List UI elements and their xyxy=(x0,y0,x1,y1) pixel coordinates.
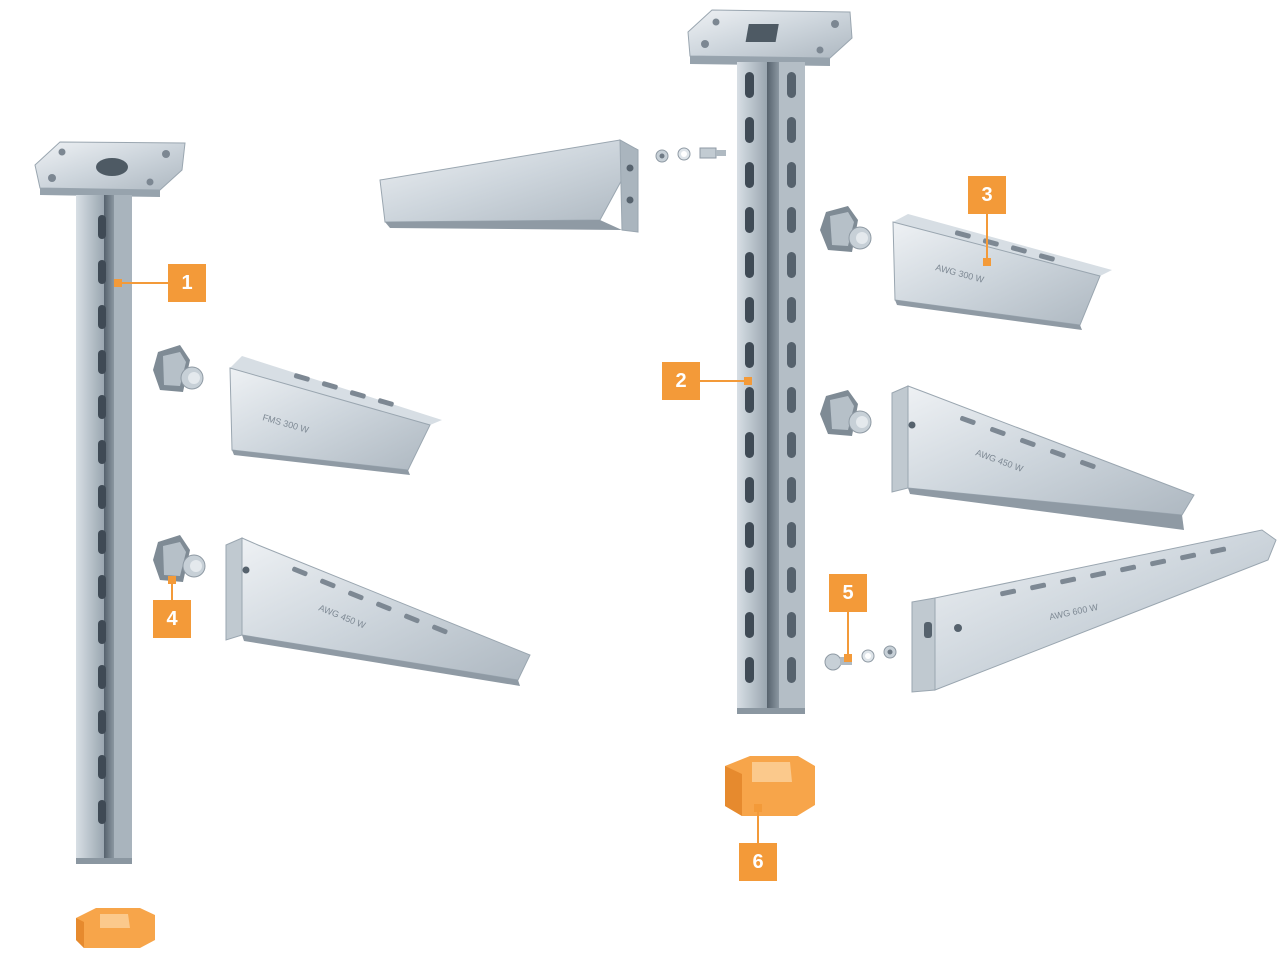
channel-slot xyxy=(98,395,106,419)
left-channel-nut-lower xyxy=(153,535,205,582)
channel-slot xyxy=(745,342,754,368)
right-channel-nut-upper xyxy=(820,206,871,252)
channel-slot xyxy=(98,440,106,464)
right-bracket-medium: AWG 450 W xyxy=(892,386,1194,530)
channel-slot xyxy=(98,755,106,779)
channel-slot xyxy=(98,305,106,329)
channel-slot xyxy=(787,252,796,278)
right-bolt-set-upper xyxy=(656,148,726,162)
channel-slot xyxy=(787,657,796,683)
channel-slot xyxy=(98,485,106,509)
channel-slot xyxy=(98,665,106,689)
leader-dot-3 xyxy=(983,258,991,266)
channel-slot xyxy=(745,567,754,593)
channel-slot xyxy=(787,297,796,323)
channel-slot xyxy=(98,260,106,284)
callout-6-label: 6 xyxy=(752,852,763,872)
channel-slot xyxy=(98,575,106,599)
channel-slot xyxy=(787,567,796,593)
left-end-cap xyxy=(76,908,155,948)
leader-dot-5 xyxy=(844,654,852,662)
right-bracket-long: AWG 600 W xyxy=(912,530,1276,692)
left-channel-profile xyxy=(76,195,132,864)
channel-slot xyxy=(745,432,754,458)
callout-4: 4 xyxy=(153,600,191,638)
channel-slot xyxy=(98,710,106,734)
right-bracket-short: AWG 300 W xyxy=(893,214,1112,330)
leader-dot-2 xyxy=(744,377,752,385)
channel-slot xyxy=(745,612,754,638)
leader-dot-6 xyxy=(754,804,762,812)
callout-4-label: 4 xyxy=(166,609,177,629)
channel-slot xyxy=(787,477,796,503)
channel-slot xyxy=(787,117,796,143)
callout-5: 5 xyxy=(829,574,867,612)
leader-dot-4 xyxy=(168,576,176,584)
callout-dots xyxy=(114,258,991,812)
channel-slot xyxy=(745,657,754,683)
callout-leaders xyxy=(118,214,987,843)
channel-slot xyxy=(787,612,796,638)
channel-slot xyxy=(745,297,754,323)
channel-slot xyxy=(98,530,106,554)
channel-slot xyxy=(787,387,796,413)
callout-3-label: 3 xyxy=(981,185,992,205)
callout-3: 3 xyxy=(968,176,1006,214)
channel-slot xyxy=(745,117,754,143)
channel-slot xyxy=(745,522,754,548)
right-profile-assembly: AWG 300 W AWG 450 W xyxy=(380,10,1276,816)
right-bracket-rear xyxy=(380,140,638,232)
channel-slot xyxy=(787,342,796,368)
channel-slot xyxy=(745,387,754,413)
channel-slot xyxy=(98,215,106,239)
callout-1: 1 xyxy=(168,264,206,302)
left-channel-nut-upper xyxy=(153,345,203,392)
channel-slot xyxy=(745,252,754,278)
channel-slot xyxy=(787,432,796,458)
channel-slot xyxy=(787,207,796,233)
channel-slot xyxy=(745,477,754,503)
left-head-plate xyxy=(35,142,185,197)
left-bracket-short: FMS 300 W xyxy=(230,356,442,475)
leader-dot-1 xyxy=(114,279,122,287)
channel-slot xyxy=(787,72,796,98)
right-channel-nut-lower xyxy=(820,390,871,436)
channel-slot xyxy=(787,162,796,188)
right-end-cap xyxy=(725,756,815,816)
right-bolt-set-lower xyxy=(825,646,896,670)
left-profile-assembly: FMS 300 W AWG 450 W xyxy=(35,142,530,948)
callout-2-label: 2 xyxy=(675,371,686,391)
channel-slot xyxy=(745,162,754,188)
callout-2: 2 xyxy=(662,362,700,400)
right-head-plate xyxy=(688,10,852,66)
callout-1-label: 1 xyxy=(181,273,192,293)
callout-5-label: 5 xyxy=(842,583,853,603)
channel-slot xyxy=(98,620,106,644)
left-bracket-long: AWG 450 W xyxy=(226,538,530,686)
channel-slot xyxy=(745,72,754,98)
right-channel-profile xyxy=(737,62,805,714)
callout-6: 6 xyxy=(739,843,777,881)
channel-slot xyxy=(98,800,106,824)
channel-slot xyxy=(787,522,796,548)
channel-slot xyxy=(745,207,754,233)
channel-slot xyxy=(98,350,106,374)
